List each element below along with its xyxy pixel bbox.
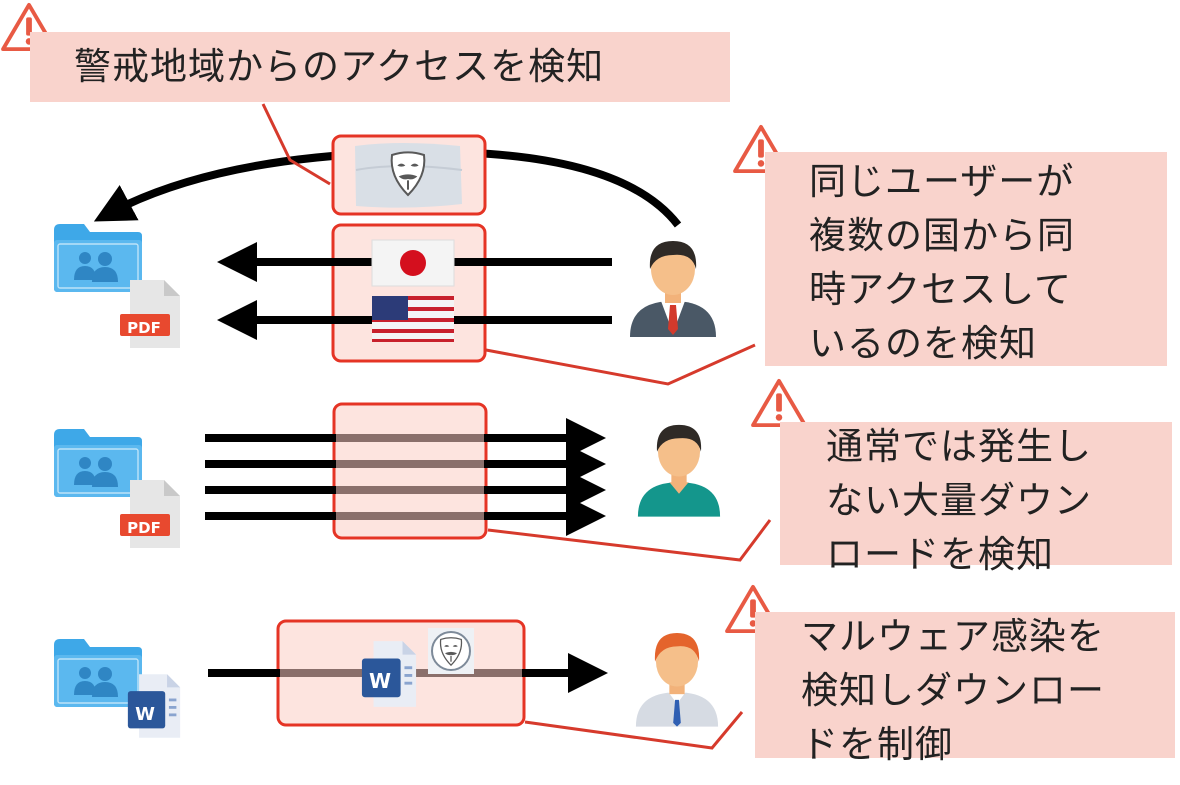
callout-connector xyxy=(524,711,744,750)
callout-text: 警戒地域からのアクセスを検知 xyxy=(74,45,605,88)
callout-connector xyxy=(485,343,756,386)
word-badge-label: W xyxy=(369,669,391,693)
callout-text: ない大量ダウン xyxy=(826,479,1092,522)
folder-users-icon xyxy=(53,428,143,498)
word-badge-label: W xyxy=(135,704,155,725)
callout-outside-region: 警戒地域からのアクセスを検知 xyxy=(30,32,730,102)
user-avatar-icon xyxy=(637,424,721,517)
callout-text: ロードを検知 xyxy=(826,533,1054,576)
anonymous-mask-flag-icon xyxy=(355,143,463,208)
callout-text: 時アクセスして xyxy=(809,268,1073,311)
callout-mass-download: 通常では発生し ない大量ダウン ロードを検知 xyxy=(780,422,1172,576)
usa-flag-icon xyxy=(372,296,454,342)
user-avatar-icon xyxy=(635,633,719,727)
callout-text: 複数の国から同 xyxy=(809,214,1075,257)
user-avatar-icon xyxy=(630,241,716,337)
callout-text: いるのを検知 xyxy=(809,322,1037,365)
folder-users-icon xyxy=(53,223,143,293)
callout-text: ドを制御 xyxy=(801,723,953,766)
mass-download-arrows xyxy=(205,418,606,536)
pdf-badge-label: PDF xyxy=(127,319,161,337)
callout-connector xyxy=(487,519,772,562)
warning-icon xyxy=(751,378,807,428)
callout-text: 通常では発生し xyxy=(826,425,1092,468)
callout-text: 同じユーザーが xyxy=(809,160,1075,203)
callout-text: 検知しダウンロー xyxy=(801,669,1105,712)
callout-malware: マルウェア感染を 検知しダウンロー ドを制御 xyxy=(755,612,1175,766)
pdf-badge-label: PDF xyxy=(127,519,161,537)
anonymous-mask-icon xyxy=(428,628,474,674)
japan-flag-icon xyxy=(371,239,455,287)
callout-multi-country: 同じユーザーが 複数の国から同 時アクセスして いるのを検知 xyxy=(765,152,1167,366)
callout-connector xyxy=(261,103,331,186)
callout-text: マルウェア感染を xyxy=(801,615,1105,658)
